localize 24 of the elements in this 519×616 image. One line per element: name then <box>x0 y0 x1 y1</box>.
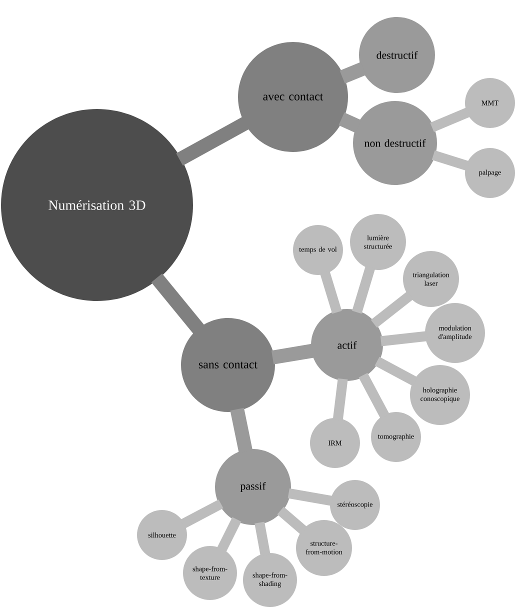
connector <box>320 270 342 314</box>
connector <box>216 517 242 553</box>
connector <box>370 291 414 328</box>
connector <box>338 112 362 133</box>
connector <box>254 522 270 556</box>
connector <box>358 372 390 419</box>
connector <box>230 408 253 453</box>
connector <box>288 488 334 506</box>
connector <box>277 506 308 535</box>
connector <box>352 266 376 314</box>
connector <box>176 116 250 166</box>
connector <box>151 273 205 334</box>
topic-bubble: passif <box>215 449 291 525</box>
connector <box>430 107 471 132</box>
topic-bubble: actif <box>311 309 383 381</box>
central-topic-bubble: Numérisation 3D <box>1 109 193 301</box>
connector <box>332 378 348 421</box>
connector <box>374 356 418 386</box>
topic-bubble: sans contact <box>181 318 275 412</box>
connector <box>380 331 428 346</box>
topic-bubble: non destructif <box>353 101 437 185</box>
connector <box>340 62 366 84</box>
topic-bubble: avec contact <box>238 42 348 152</box>
topic-bubble: destructif <box>359 17 435 93</box>
